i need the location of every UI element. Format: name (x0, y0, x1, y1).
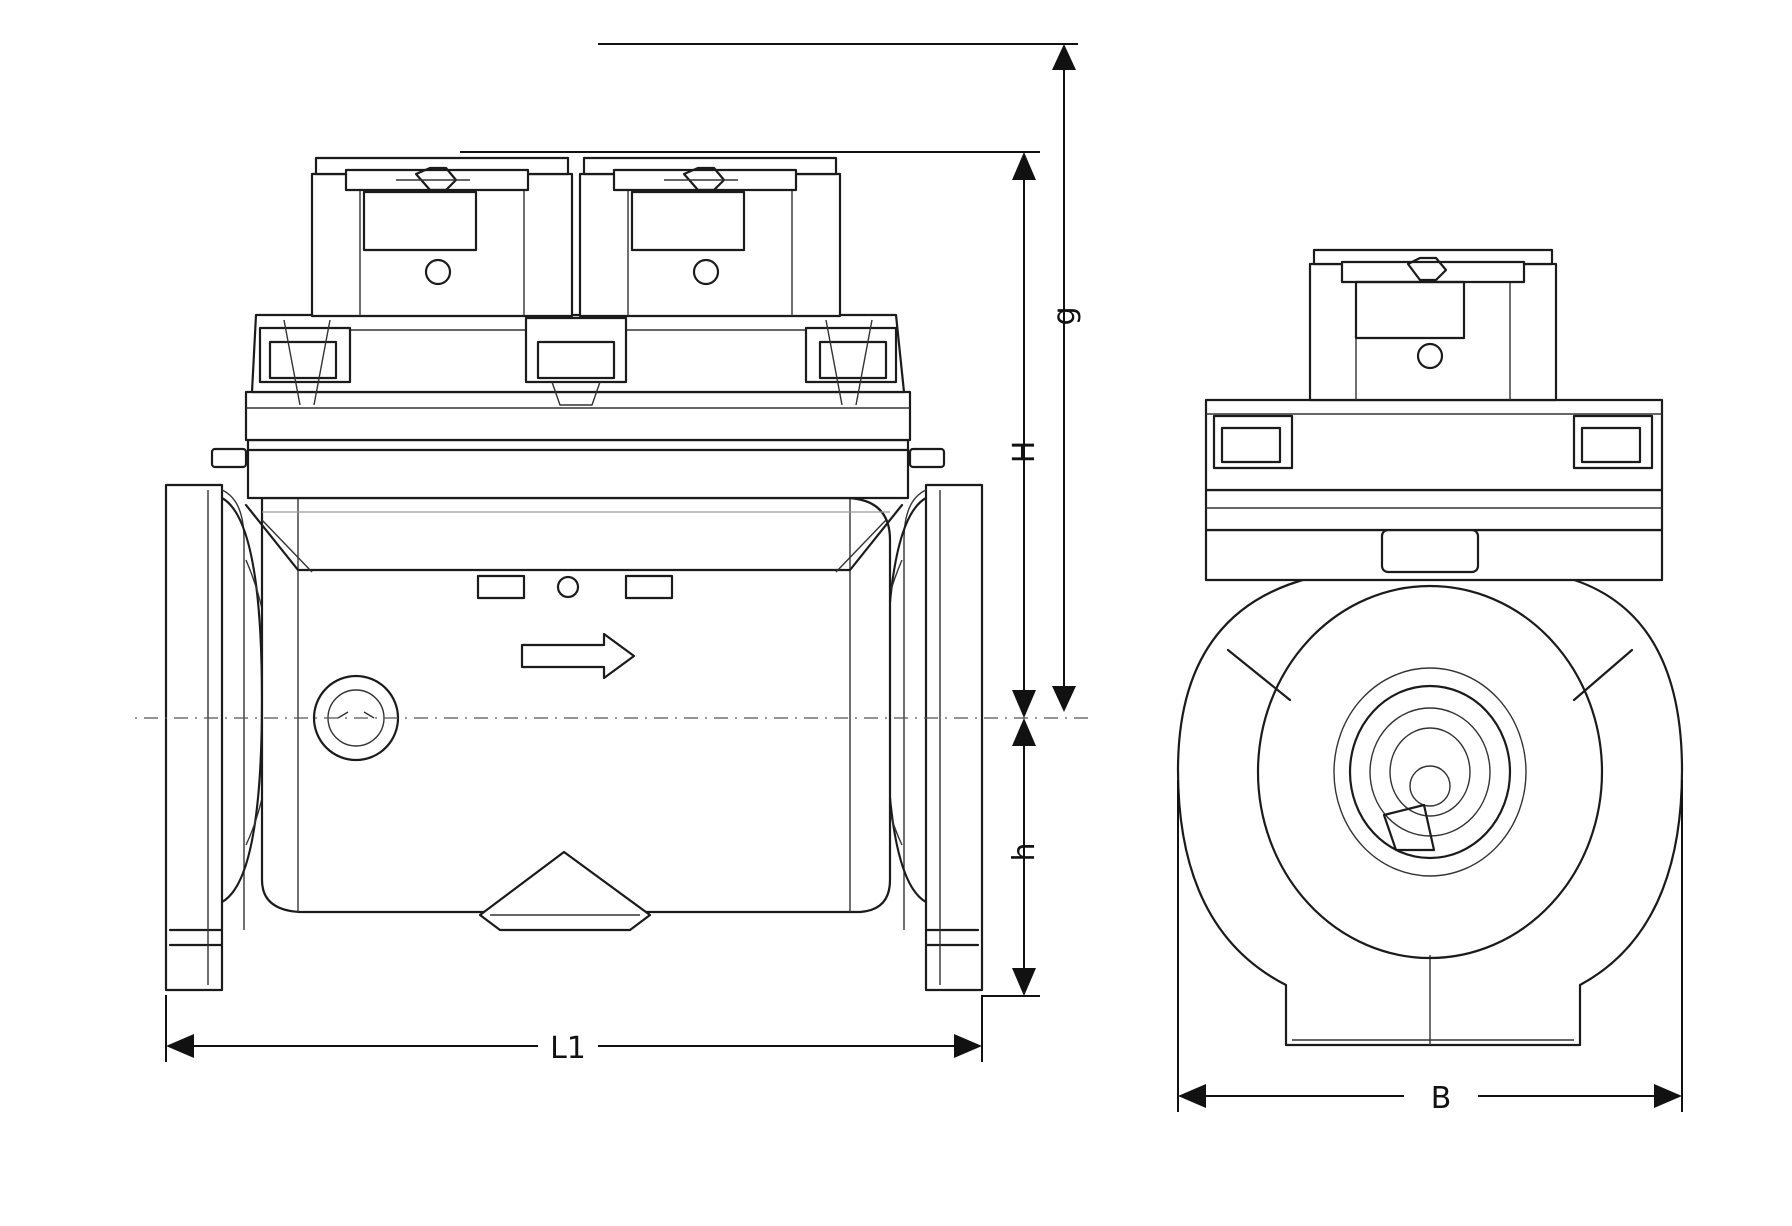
dimension-lines: L1 B H h g (165, 43, 1683, 1116)
dim-label-L1: L1 (550, 1031, 586, 1066)
dim-label-h: h (1007, 842, 1042, 861)
register-head-right (578, 156, 842, 318)
side-view (1176, 248, 1684, 1047)
right-flange (875, 483, 984, 992)
left-latch (258, 319, 352, 406)
right-latch (804, 319, 898, 406)
dim-label-H: H (1007, 441, 1042, 464)
dim-label-g: g (1047, 306, 1082, 325)
center-latch (524, 316, 628, 406)
left-flange (164, 483, 273, 992)
front-view (164, 156, 984, 992)
register-head-left (310, 156, 574, 318)
flow-direction-arrow-icon (520, 632, 636, 680)
meter-body (244, 496, 904, 932)
register-base (210, 313, 946, 500)
dim-label-B: B (1431, 1081, 1452, 1116)
